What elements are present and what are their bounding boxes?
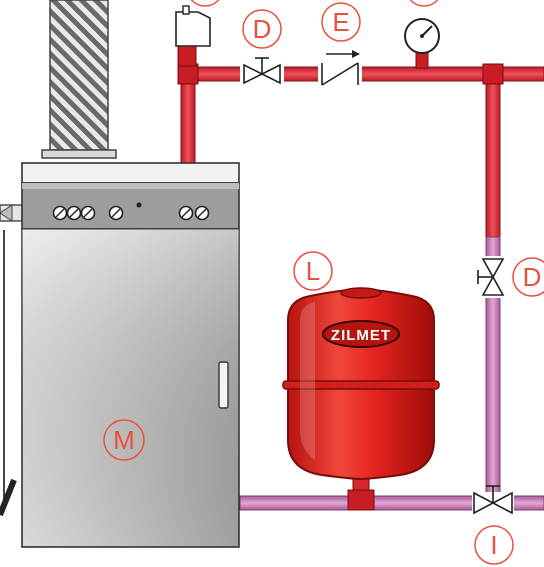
knob-icon: [80, 205, 96, 221]
knob-icon: [194, 205, 210, 221]
label-expansion-tank-text: L: [306, 256, 320, 286]
indicator-light-icon: [136, 202, 142, 208]
label-boiler: M: [103, 419, 145, 461]
pressure-gauge-icon: [404, 18, 440, 69]
label-check-valve: E: [321, 2, 361, 42]
label-valve-top: D: [242, 9, 282, 49]
label-valve-right-text: D: [523, 262, 542, 292]
control-knobs: [52, 202, 210, 221]
knob-icon: [52, 205, 68, 221]
label-valve-bottom-text: I: [490, 530, 497, 560]
gate-valve-right-icon: [477, 256, 506, 298]
return-pipe: [239, 236, 544, 511]
knob-icon: [178, 205, 194, 221]
knob-icon: [66, 205, 82, 221]
label-valve-right: D: [512, 257, 544, 297]
gate-valve-bottom-icon: [472, 485, 514, 515]
label-boiler-text: M: [113, 425, 135, 455]
tank-brand-label: ZILMET: [331, 327, 391, 344]
boiler: [0, 162, 240, 548]
knob-icon: [108, 205, 124, 221]
air-vent-icon: [175, 5, 211, 67]
check-valve-icon: [318, 50, 362, 86]
label-circle-partial: [409, 0, 439, 7]
label-expansion-tank: L: [293, 251, 333, 291]
label-valve-top-text: D: [253, 14, 272, 44]
flue-chimney: [41, 0, 117, 159]
label-check-valve-text: E: [332, 7, 349, 37]
label-valve-bottom: I: [474, 525, 514, 565]
expansion-tank: ZILMET: [282, 287, 440, 511]
gate-valve-top-icon: [240, 57, 284, 85]
label-circle-partial: [190, 0, 220, 7]
